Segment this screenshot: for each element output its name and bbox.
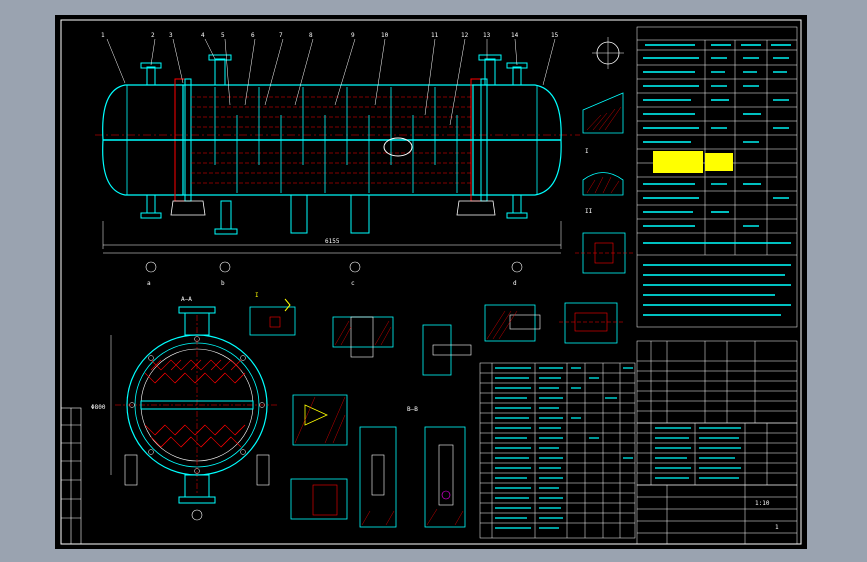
detail-2-title: II bbox=[585, 208, 593, 215]
balloon-9: 9 bbox=[351, 32, 355, 39]
highlight-cell-2 bbox=[705, 153, 733, 171]
parts-list bbox=[479, 362, 798, 539]
baffles bbox=[214, 87, 458, 193]
tube-pattern-upper bbox=[144, 359, 246, 384]
main-elevation-view: 6155 1 2 3 4 5 6 7 8 bbox=[95, 32, 580, 273]
left-saddle bbox=[170, 200, 206, 216]
section-a-title: A—A bbox=[181, 296, 192, 303]
bottom-nozzles bbox=[140, 194, 528, 235]
tube-pattern-lower bbox=[144, 424, 246, 448]
svg-text:d: d bbox=[513, 280, 517, 287]
yellow-triangle bbox=[304, 404, 328, 426]
binding-strip bbox=[60, 407, 82, 545]
balloon-14: 14 bbox=[511, 32, 519, 39]
datum-letters: a b c d bbox=[147, 280, 517, 287]
title-block-scale: 1:10 bbox=[755, 500, 770, 507]
balloon-row: 1 2 3 4 5 6 7 8 9 10 11 12 13 14 15 bbox=[101, 32, 559, 39]
balloon-7: 7 bbox=[279, 32, 283, 39]
svg-text:c: c bbox=[351, 280, 355, 287]
parts-list-text bbox=[495, 367, 741, 529]
overall-length-label: 6155 bbox=[325, 238, 340, 245]
title-block-sheet: 1 bbox=[775, 524, 779, 531]
balloon-8: 8 bbox=[309, 32, 313, 39]
design-data-table bbox=[636, 26, 798, 328]
title-block bbox=[636, 484, 798, 545]
small-detail-views: I B—B bbox=[249, 292, 623, 528]
overall-dimension bbox=[102, 221, 562, 254]
sheet-border bbox=[60, 19, 802, 545]
svg-text:a: a bbox=[147, 280, 151, 287]
balloon-13: 13 bbox=[483, 32, 491, 39]
right-detail-views: I II bbox=[575, 92, 633, 274]
balloon-15: 15 bbox=[551, 32, 559, 39]
leader-lines bbox=[106, 38, 556, 126]
balloon-3: 3 bbox=[169, 32, 173, 39]
svg-text:b: b bbox=[221, 280, 225, 287]
balloon-2: 2 bbox=[151, 32, 155, 39]
expansion-joint bbox=[383, 137, 413, 157]
balloon-12: 12 bbox=[461, 32, 469, 39]
section-a-a: A—A bbox=[91, 296, 279, 521]
drawing-sheet: 6155 1 2 3 4 5 6 7 8 bbox=[55, 15, 807, 549]
diameter-label: Φ800 bbox=[91, 404, 106, 411]
balloon-11: 11 bbox=[431, 32, 439, 39]
balloon-5: 5 bbox=[221, 32, 225, 39]
balloon-1: 1 bbox=[101, 32, 105, 39]
detail-1-title: I bbox=[585, 148, 589, 155]
nozzle-table bbox=[636, 340, 798, 424]
top-nozzles bbox=[140, 54, 528, 86]
balloon-10: 10 bbox=[381, 32, 389, 39]
cad-drawing: 6155 1 2 3 4 5 6 7 8 bbox=[60, 19, 802, 545]
weld-symbol-yellow bbox=[284, 298, 291, 312]
datum-circles bbox=[145, 261, 523, 273]
section-b-title: B—B bbox=[407, 406, 418, 413]
balloon-4: 4 bbox=[201, 32, 205, 39]
highlight-cell-1 bbox=[653, 151, 703, 173]
detail-note: I bbox=[255, 292, 259, 299]
right-saddle bbox=[456, 200, 496, 216]
nozzle-orientation bbox=[592, 37, 624, 69]
tube-bundle bbox=[191, 96, 471, 184]
design-data-text bbox=[643, 44, 791, 316]
balloon-6: 6 bbox=[251, 32, 255, 39]
